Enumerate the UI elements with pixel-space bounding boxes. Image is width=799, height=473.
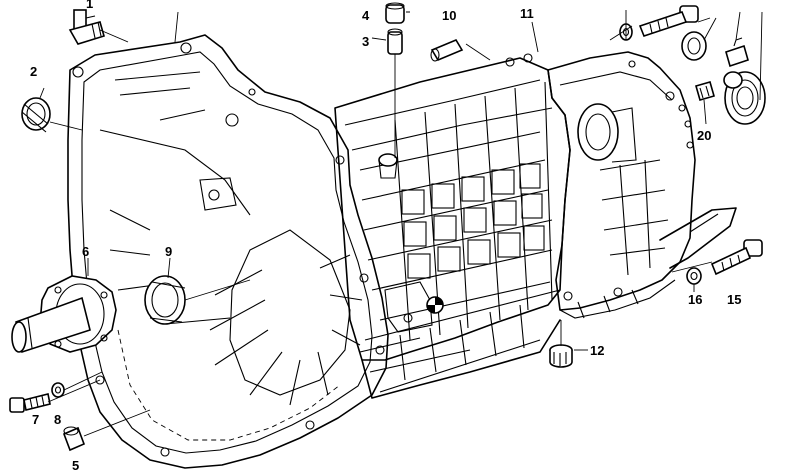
callout-5: 5	[72, 458, 79, 473]
case-ribs	[359, 81, 553, 341]
part-3-pin	[387, 28, 403, 55]
callout-11: 11	[520, 6, 534, 21]
shaft-seal	[144, 275, 186, 325]
bell-housing	[67, 34, 389, 469]
leader-lines	[39, 10, 763, 437]
rear-housing	[547, 51, 737, 319]
callout-4: 4	[362, 8, 370, 23]
part-top-bolt	[638, 5, 699, 37]
part-4-cap	[385, 2, 405, 24]
callout-20: 20	[697, 128, 711, 143]
part-15-bolt	[710, 239, 763, 276]
part-small-plug	[723, 71, 743, 89]
callout-labels: 1 2 3 4 5 6 7 8 9 10 11 12 15 16 20	[30, 0, 741, 473]
callout-12: 12	[590, 343, 604, 358]
part-8-washer	[51, 382, 65, 398]
callout-6: 6	[82, 244, 89, 259]
callout-16: 16	[688, 292, 702, 307]
guide-tube	[11, 275, 117, 354]
callout-10: 10	[442, 8, 456, 23]
transmission-case	[334, 53, 571, 399]
callout-7: 7	[32, 412, 39, 427]
callout-8: 8	[54, 412, 61, 427]
part-2-plug	[21, 97, 51, 133]
bmw-roundel-icon	[426, 296, 444, 314]
part-5-sleeve	[62, 426, 86, 452]
part-1-sensor	[68, 9, 105, 45]
part-7-bolt	[9, 393, 51, 413]
callout-3: 3	[362, 34, 369, 49]
part-16-washer	[686, 267, 702, 285]
callout-2: 2	[30, 64, 37, 79]
part-small-seal	[681, 31, 707, 61]
callout-9: 9	[165, 244, 172, 259]
part-switch	[725, 37, 749, 68]
part-20-sensor	[695, 81, 715, 101]
callout-15: 15	[727, 292, 741, 307]
part-10-dowel	[430, 38, 464, 62]
callout-1: 1	[86, 0, 93, 11]
part-12-plug	[549, 344, 573, 368]
